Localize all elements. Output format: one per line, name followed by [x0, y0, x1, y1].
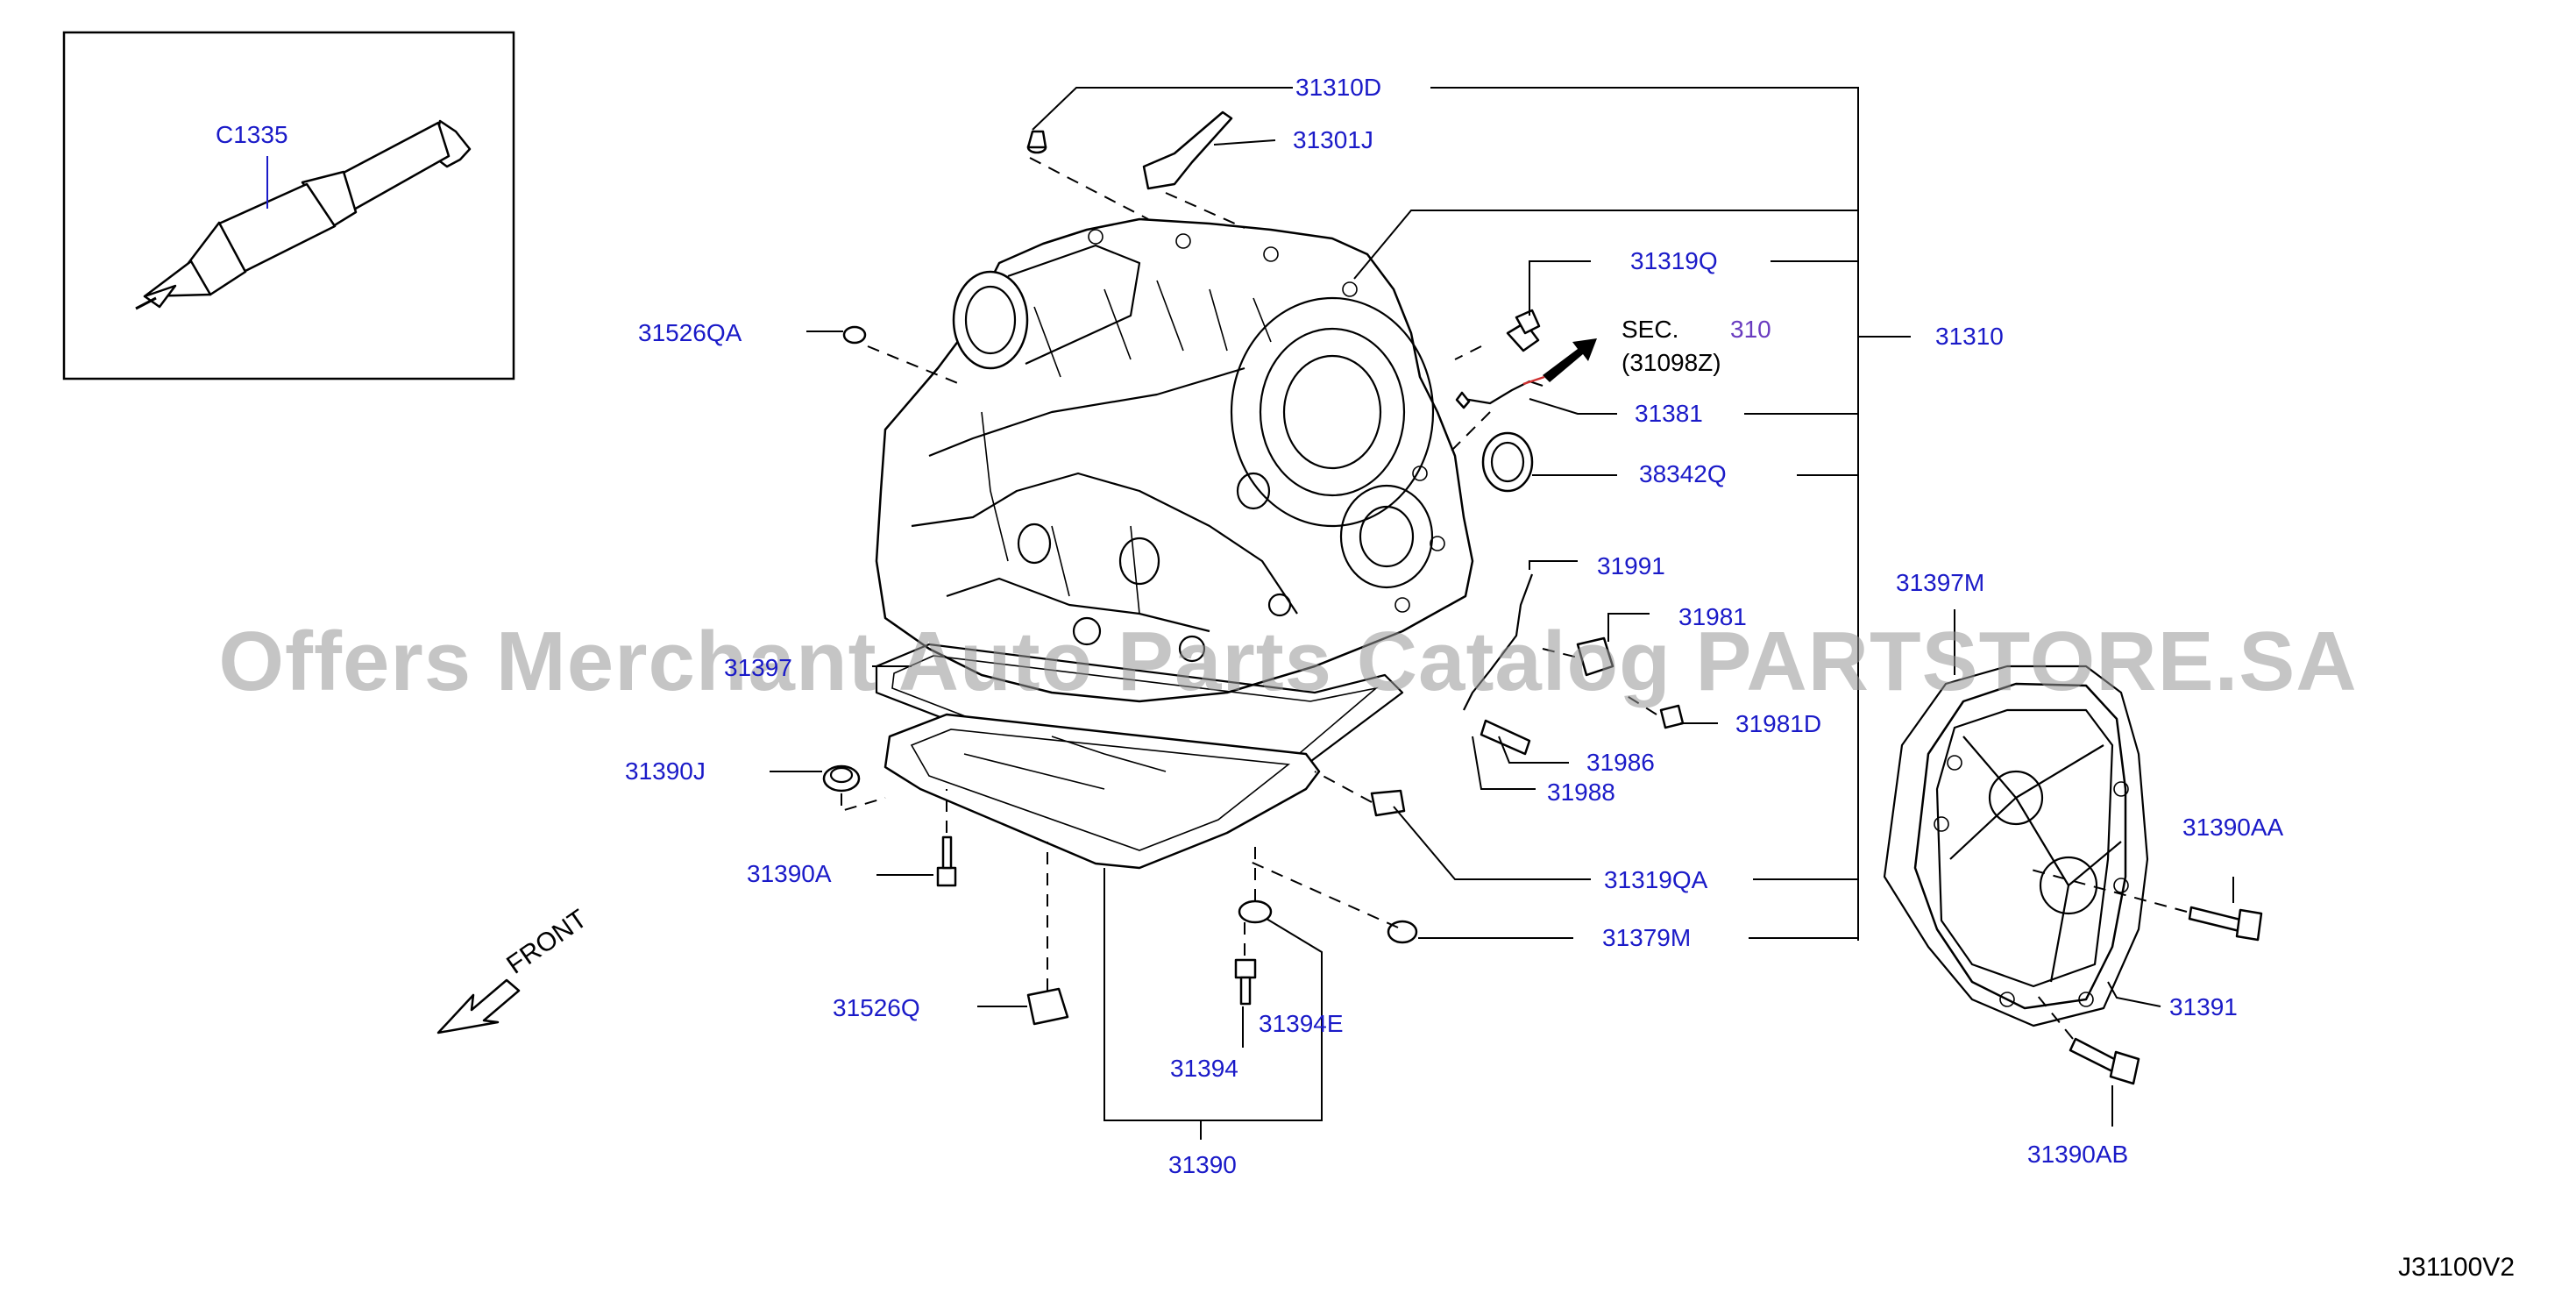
part-label-31319QA[interactable]: 31319QA [1604, 866, 1708, 893]
part-label-31991[interactable]: 31991 [1597, 552, 1665, 579]
part-label-31981D[interactable]: 31981D [1735, 710, 1822, 737]
part-label-31526Q[interactable]: 31526Q [833, 994, 920, 1021]
part-label-31390[interactable]: 31390 [1168, 1151, 1237, 1178]
part-label-31310[interactable]: 31310 [1935, 323, 2004, 350]
part-label-31526QA[interactable]: 31526QA [638, 319, 742, 346]
diagram-code: J31100V2 [2398, 1253, 2515, 1282]
part-label-31390AA[interactable]: 31390AA [2182, 814, 2284, 841]
inset-part-label[interactable]: C1335 [216, 121, 288, 148]
part-label-31390A[interactable]: 31390A [747, 860, 832, 887]
inset-box [62, 31, 515, 380]
section-ref-prefix: SEC. [1622, 316, 1679, 343]
dashed-guides [841, 157, 2188, 1040]
part-label-31390AB[interactable]: 31390AB [2027, 1141, 2129, 1168]
part-label-31986[interactable]: 31986 [1586, 749, 1655, 776]
part-label-31394[interactable]: 31394 [1170, 1055, 1238, 1082]
part-label-31394E[interactable]: 31394E [1259, 1010, 1344, 1037]
part-label-31391[interactable]: 31391 [2169, 993, 2238, 1020]
part-label-31379M[interactable]: 31379M [1602, 924, 1692, 951]
transmission-case [875, 217, 1474, 703]
front-arrow-icon [436, 978, 521, 1034]
part-label-31981[interactable]: 31981 [1678, 603, 1747, 630]
small-parts [822, 110, 2263, 1085]
part-label-31381[interactable]: 31381 [1635, 400, 1703, 427]
part-label-31397M[interactable]: 31397M [1896, 569, 1985, 596]
section-ref-number[interactable]: 310 [1730, 316, 1771, 343]
part-label-31390J[interactable]: 31390J [625, 757, 706, 785]
section-arrow-icon [1522, 338, 1597, 386]
part-label-38342Q[interactable]: 38342Q [1639, 460, 1727, 487]
part-label-31397[interactable]: 31397 [724, 654, 792, 681]
part-label-31988[interactable]: 31988 [1547, 778, 1615, 806]
part-label-31319Q[interactable]: 31319Q [1630, 247, 1718, 274]
part-label-31310D[interactable]: 31310D [1295, 74, 1382, 101]
leader-lines [770, 87, 2234, 1140]
side-cover [1883, 665, 2149, 1027]
section-ref-sub: (31098Z) [1622, 349, 1721, 376]
part-label-31301J[interactable]: 31301J [1293, 126, 1373, 153]
sealant-tube-icon [135, 119, 472, 310]
oil-pan [884, 713, 1321, 870]
